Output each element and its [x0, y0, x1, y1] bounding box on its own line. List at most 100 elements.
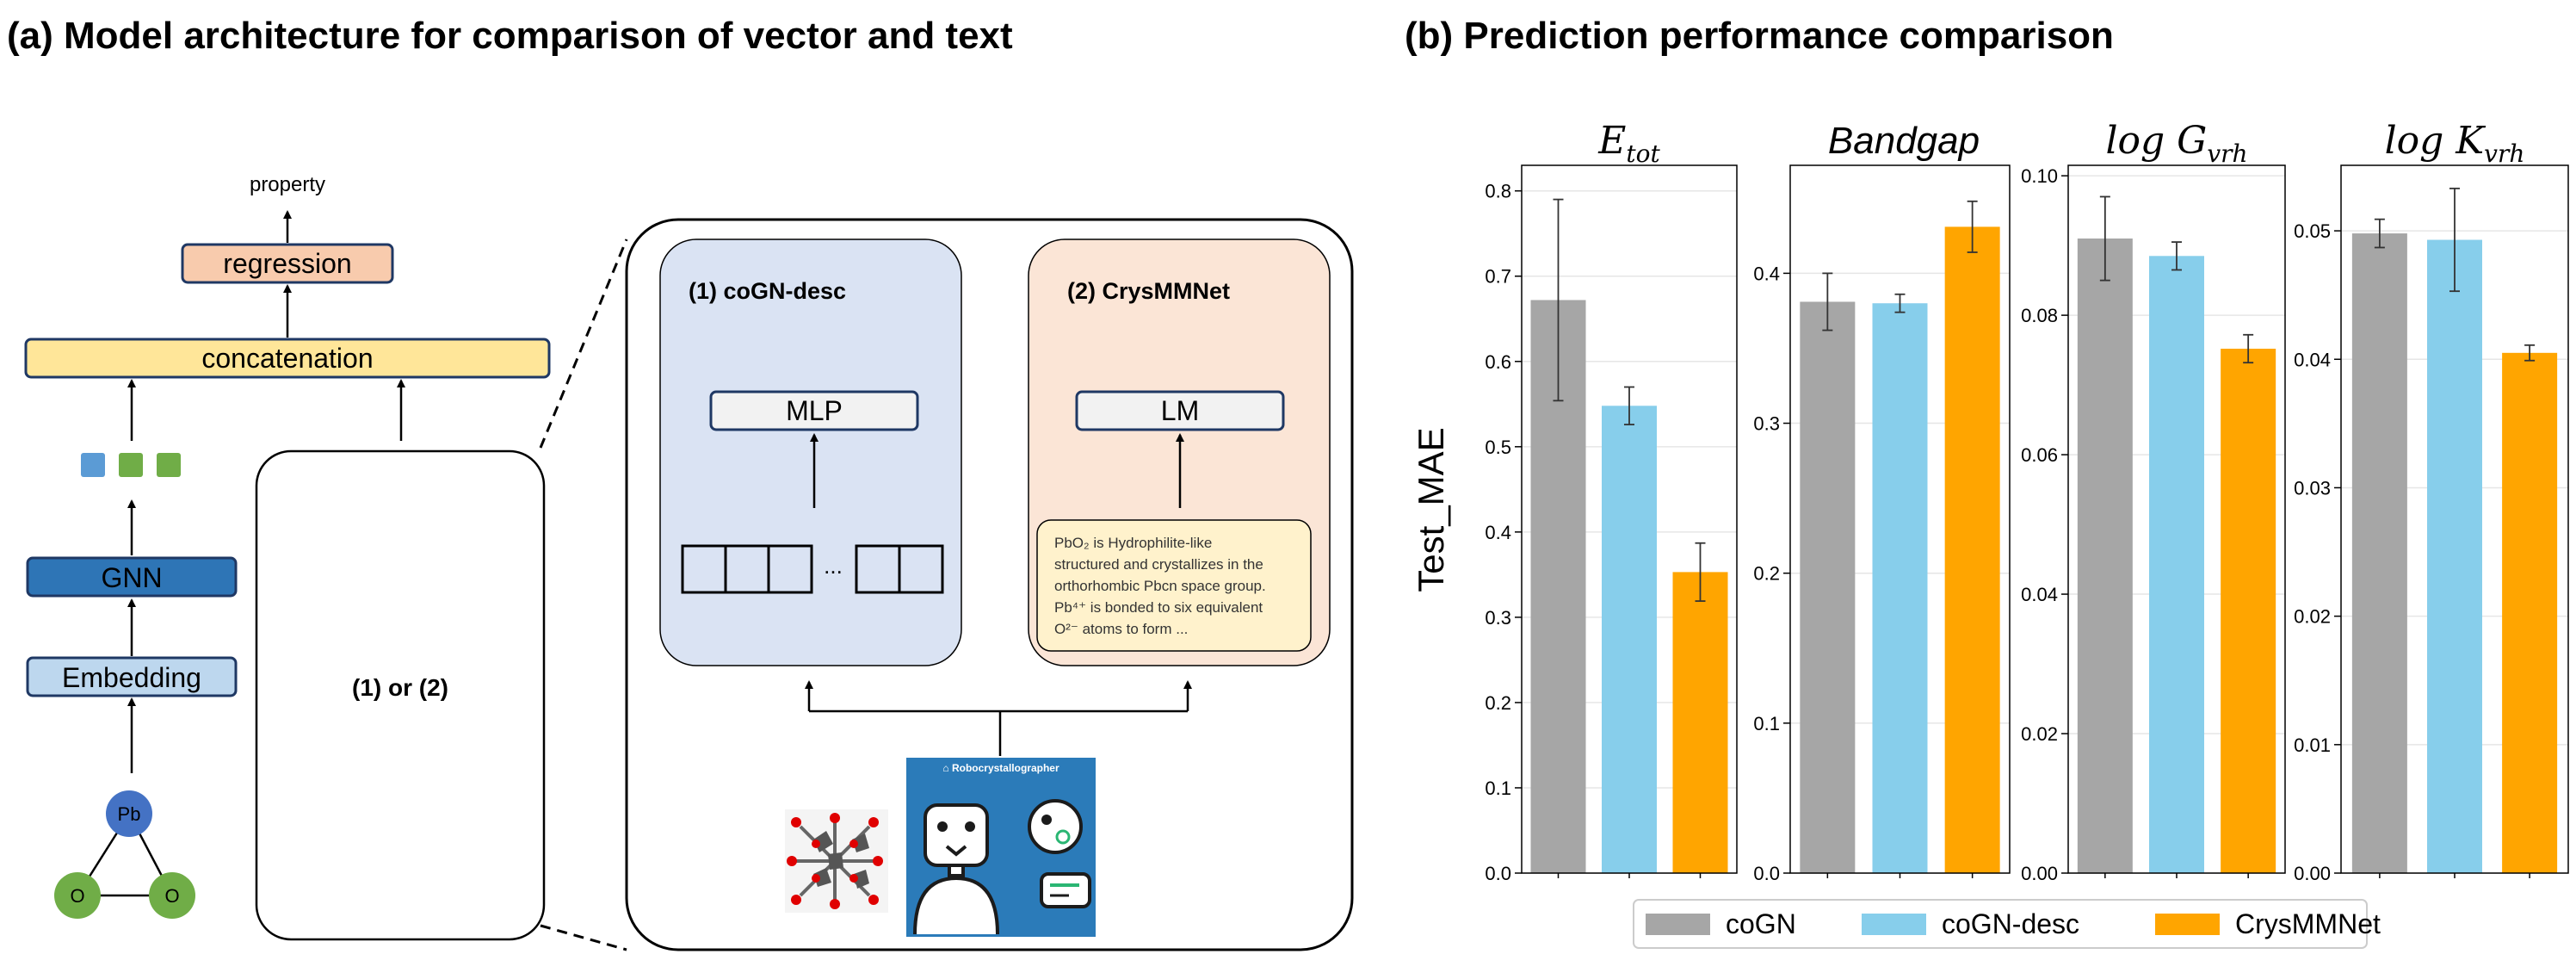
y-tick-label-log-g-vrh: 0.00 — [2021, 863, 2058, 884]
robocrystallographer-label: ⌂ Robocrystallographer — [942, 762, 1059, 774]
atom-o2-node — [149, 872, 195, 919]
y-tick-label-bandgap: 0.4 — [1753, 263, 1780, 284]
vector-cell-5 — [898, 544, 944, 594]
description-line-3: orthorhombic Pbcn space group. — [1054, 578, 1266, 594]
axes-frame-e-tot — [1521, 164, 1738, 874]
legend-label-crysmmnet: CrysMMNet — [2235, 908, 2381, 939]
bar-bandgap-crysmmnet — [1944, 226, 2000, 873]
zoom-line-bottom — [540, 924, 627, 951]
bar-log-g-vrh-cogn — [2077, 239, 2133, 873]
y-tick-label-log-g-vrh: 0.08 — [2021, 305, 2058, 326]
crysmmnet-title: (2) CrysMMNet — [1067, 278, 1230, 304]
y-tick-label-e-tot: 0.4 — [1485, 522, 1511, 543]
vector-square-3 — [157, 453, 181, 477]
bar-log-g-vrh-cogn-desc — [2149, 256, 2204, 874]
description-line-2: structured and crystallizes in the — [1054, 556, 1263, 573]
y-tick-label-log-g-vrh: 0.06 — [2021, 444, 2058, 466]
y-tick-label-log-k-vrh: 0.03 — [2294, 477, 2331, 499]
subplot-title-log-kvrh: log Kvrh — [2385, 119, 2525, 168]
atom-o1-label: O — [70, 885, 84, 907]
chart-log-kvrh: 0.00 0.01 0.02 0.03 0.04 0.05 — [2294, 164, 2569, 884]
bar-bandgap-cogn — [1800, 301, 1856, 873]
bar-log-k-vrh-cogn — [2351, 233, 2407, 873]
bar-log-k-vrh-cogn-desc — [2427, 239, 2482, 873]
y-tick-label-log-k-vrh: 0.01 — [2294, 734, 2331, 756]
atom-o2-label: O — [164, 885, 179, 907]
y-tick-label-bandgap: 0.0 — [1753, 863, 1780, 884]
bar-e-tot-crysmmnet — [1672, 572, 1728, 873]
vector-square-2 — [119, 453, 143, 477]
robocrystallographer-logo: ⌂ Robocrystallographer — [906, 758, 1096, 937]
legend-swatch-crysmmnet — [2155, 914, 2220, 935]
embedding-box — [26, 656, 238, 697]
axes-frame-bandgap — [1789, 164, 2011, 874]
legend-swatch-cogn-desc — [1862, 914, 1926, 935]
y-tick-label-e-tot: 0.3 — [1485, 607, 1511, 629]
y-tick-label-log-g-vrh: 0.10 — [2021, 165, 2058, 187]
vector-cell-3 — [767, 544, 813, 594]
cogn-desc-title: (1) coGN-desc — [689, 278, 846, 304]
choice-box — [255, 449, 546, 941]
y-tick-label-e-tot: 0.7 — [1485, 266, 1511, 288]
chart-etot: 0.0 0.1 0.2 0.3 0.4 0.5 0.6 0.7 0.8 — [1485, 164, 1738, 884]
mlp-label: MLP — [786, 395, 843, 426]
y-tick-label-e-tot: 0.0 — [1485, 863, 1511, 884]
lm-label: LM — [1161, 395, 1199, 426]
embedding-label: Embedding — [62, 662, 201, 693]
legend-frame — [1633, 899, 2368, 949]
subplot-title-etot: Etot — [1597, 119, 1660, 168]
description-text: PbO₂ is Hydrophilite-like structured and… — [1054, 535, 1266, 637]
y-tick-label-log-g-vrh: 0.04 — [2021, 584, 2058, 605]
vector-ellipsis: ... — [824, 553, 843, 579]
y-tick-label-e-tot: 0.6 — [1485, 351, 1511, 373]
chart-log-gvrh: 0.00 0.02 0.04 0.06 0.08 0.10 — [2021, 164, 2286, 884]
bar-bandgap-cogn-desc — [1872, 303, 1928, 873]
atom-o1-node — [54, 872, 101, 919]
concatenation-box — [24, 338, 551, 379]
crystal-structure-image — [785, 809, 888, 913]
y-tick-label-log-k-vrh: 0.02 — [2294, 606, 2331, 628]
cogn-desc-box — [659, 239, 962, 666]
panel-b-title: (b) Prediction performance comparison — [1405, 15, 2114, 57]
subplot-title-log-gvrh: log Gvrh — [2105, 119, 2247, 168]
regression-label: regression — [223, 248, 351, 279]
regression-box — [181, 243, 394, 284]
y-tick-label-log-k-vrh: 0.04 — [2294, 349, 2331, 370]
y-tick-label-bandgap: 0.1 — [1753, 713, 1780, 734]
legend-label-cogn: coGN — [1726, 908, 1796, 939]
choice-label: (1) or (2) — [352, 674, 448, 701]
y-tick-label-bandgap: 0.2 — [1753, 563, 1780, 585]
y-tick-label-e-tot: 0.2 — [1485, 692, 1511, 714]
bar-e-tot-cogn-desc — [1602, 406, 1657, 873]
description-textbox — [1036, 519, 1312, 652]
description-line-5: O²⁻ atoms to form ... — [1054, 621, 1188, 637]
property-label: property — [250, 173, 325, 196]
y-tick-label-e-tot: 0.5 — [1485, 437, 1511, 458]
gnn-label: GNN — [101, 562, 162, 593]
atom-pb-node — [106, 790, 152, 837]
vector-square-1 — [81, 453, 105, 477]
gnn-box — [26, 556, 238, 598]
legend-swatch-cogn — [1646, 914, 1710, 935]
legend-label-cogn-desc: coGN-desc — [1942, 908, 2079, 939]
y-tick-label-log-g-vrh: 0.02 — [2021, 723, 2058, 745]
chart-bandgap: 0.0 0.1 0.2 0.3 0.4 — [1753, 164, 2011, 884]
y-tick-label-e-tot: 0.8 — [1485, 181, 1511, 202]
legend: coGN coGN-desc CrysMMNet — [1633, 899, 2381, 949]
mlp-box — [709, 390, 919, 431]
description-line-4: Pb⁴⁺ is bonded to six equivalent — [1054, 599, 1263, 616]
zoom-line-top — [539, 239, 628, 449]
concatenation-label: concatenation — [201, 343, 373, 374]
axes-frame-log-k-vrh — [2340, 164, 2569, 874]
axes-frame-log-g-vrh — [2067, 164, 2286, 874]
y-tick-label-log-k-vrh: 0.00 — [2294, 863, 2331, 884]
y-tick-label-bandgap: 0.3 — [1753, 413, 1780, 435]
lm-box — [1075, 390, 1285, 431]
subplot-title-bandgap: Bandgap — [1828, 120, 1980, 162]
description-line-1: PbO₂ is Hydrophilite-like — [1054, 535, 1212, 551]
y-tick-label-log-k-vrh: 0.05 — [2294, 220, 2331, 242]
y-axis-label: Test_MAE — [1411, 427, 1451, 592]
y-tick-label-e-tot: 0.1 — [1485, 778, 1511, 799]
bar-log-k-vrh-crysmmnet — [2502, 352, 2558, 873]
